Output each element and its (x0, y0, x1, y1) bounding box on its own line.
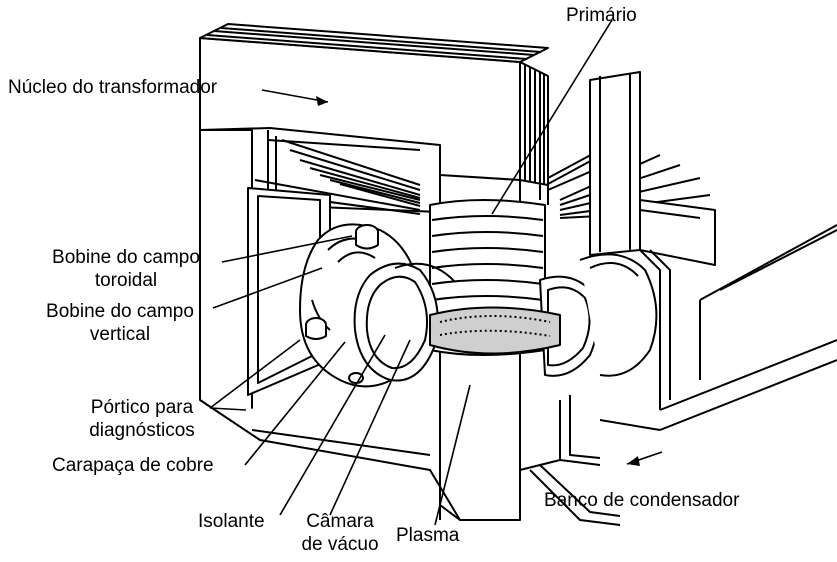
label-carapaca: Carapaça de cobre (52, 455, 214, 476)
label-bobine-vertical-line1: Bobine do campo (46, 301, 194, 322)
label-portico-line1: Pórtico para (90, 397, 194, 418)
label-bobine-toroidal-line2: toroidal (94, 270, 158, 291)
label-banco: Banco de condensador (544, 490, 740, 511)
label-bobine-vertical-line2: vertical (89, 324, 151, 345)
label-plasma: Plasma (396, 525, 460, 546)
label-camara-line2: de vácuo (301, 534, 379, 555)
torus-shell (299, 223, 658, 388)
label-camara: Câmara de vácuo (290, 510, 390, 556)
label-nucleo: Núcleo do transformador (8, 77, 218, 98)
label-bobine-toroidal: Bobine do campo toroidal (36, 246, 216, 292)
label-bobine-vertical: Bobine do campo vertical (30, 300, 210, 346)
label-isolante: Isolante (198, 511, 265, 532)
transformer-core (199, 23, 561, 521)
label-portico: Pórtico para diagnósticos (62, 396, 222, 442)
condenser-bank (529, 71, 837, 526)
plasma (429, 306, 561, 355)
label-bobine-toroidal-line1: Bobine do campo (52, 247, 200, 268)
label-primario: Primário (566, 5, 637, 26)
label-camara-line1: Câmara (306, 511, 374, 532)
leader-lines (209, 19, 663, 526)
label-portico-line2: diagnósticos (89, 420, 195, 441)
